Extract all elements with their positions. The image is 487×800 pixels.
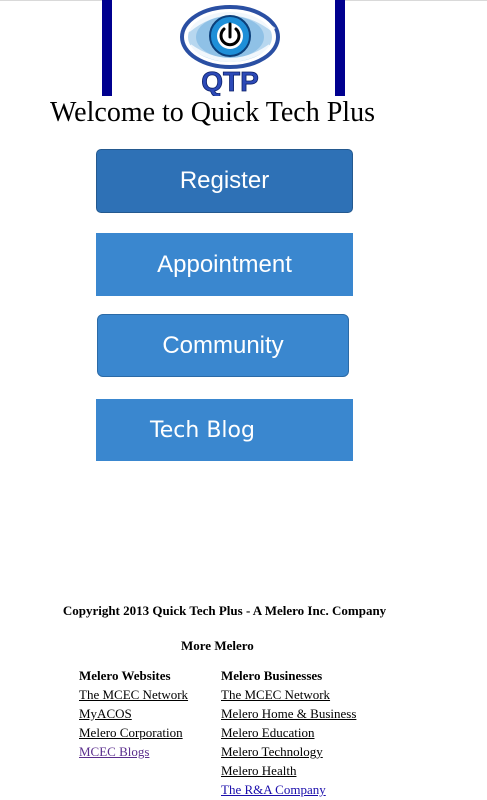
community-button[interactable]: Community xyxy=(97,314,349,377)
logo-banner[interactable]: QTP xyxy=(102,0,345,96)
websites-column: Melero Websites The MCEC Network MyACOS … xyxy=(79,667,188,762)
link-melero-home-business[interactable]: Melero Home & Business xyxy=(221,706,357,721)
tech-blog-button[interactable]: Tech Blog xyxy=(96,399,353,461)
businesses-column: Melero Businesses The MCEC Network Meler… xyxy=(221,667,356,800)
link-ra-company[interactable]: The R&A Company xyxy=(221,782,326,797)
link-mcec-network[interactable]: The MCEC Network xyxy=(79,687,189,702)
link-mcec-network-business[interactable]: The MCEC Network xyxy=(221,687,331,702)
link-mcec-blogs[interactable]: MCEC Blogs xyxy=(79,744,150,759)
power-icon: QTP xyxy=(180,5,280,96)
websites-heading: Melero Websites xyxy=(79,668,171,683)
link-melero-corporation[interactable]: Melero Corporation xyxy=(79,725,183,740)
copyright-text: Copyright 2013 Quick Tech Plus - A Meler… xyxy=(62,603,387,618)
link-myacos[interactable]: MyACOS xyxy=(79,706,132,721)
businesses-heading: Melero Businesses xyxy=(221,668,323,683)
register-button[interactable]: Register xyxy=(96,149,353,213)
logo-text: QTP xyxy=(201,66,259,96)
link-melero-health[interactable]: Melero Health xyxy=(221,763,297,778)
more-melero-heading: More Melero xyxy=(181,638,254,653)
link-melero-technology[interactable]: Melero Technology xyxy=(221,744,323,759)
link-melero-education[interactable]: Melero Education xyxy=(221,725,315,740)
appointment-button[interactable]: Appointment xyxy=(96,233,353,296)
page-title: Welcome to Quick Tech Plus xyxy=(50,97,375,128)
